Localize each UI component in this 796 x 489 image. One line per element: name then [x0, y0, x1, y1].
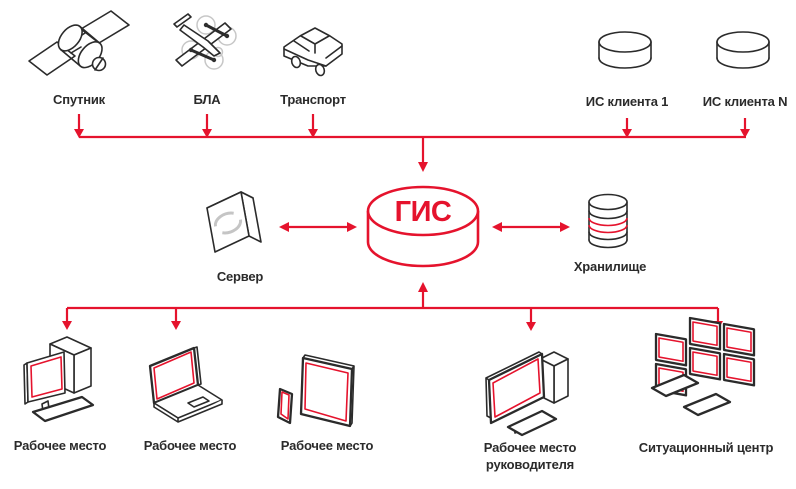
keyboard-icon — [682, 392, 732, 417]
manager-workstation-label-line1: Рабочее место — [483, 440, 577, 455]
video-wall-column — [688, 316, 722, 381]
client-system-disk-icon — [716, 31, 770, 69]
client-system-n-label: ИС клиента N — [702, 94, 788, 109]
satellite-icon — [28, 10, 130, 76]
workstation-laptop-label: Рабочее место — [143, 438, 237, 453]
uav-drone-icon — [173, 13, 237, 70]
gis-storage-link — [492, 222, 570, 232]
laptop-icon — [148, 346, 223, 423]
top-bus — [74, 114, 750, 172]
situation-center-label: Ситуационный центр — [638, 440, 774, 455]
storage-label: Хранилище — [573, 259, 647, 274]
manager-workstation-icon — [485, 351, 569, 437]
manager-workstation-label: Рабочее место руководителя — [460, 439, 600, 473]
satellite-label: Спутник — [53, 92, 105, 107]
transport-label: Транспорт — [280, 92, 346, 107]
bottom-bus — [62, 282, 723, 331]
video-wall-column — [722, 322, 756, 387]
tablet-phone-icon — [276, 354, 355, 428]
workstation-desktop-label: Рабочее место — [13, 438, 107, 453]
server-gis-link — [279, 222, 357, 232]
server-label: Сервер — [216, 269, 264, 284]
database-stack-icon — [588, 193, 628, 249]
gis-cylinder-icon — [366, 185, 480, 268]
video-wall-icon — [650, 316, 756, 417]
manager-workstation-label-line2: руководителя — [485, 457, 575, 472]
vehicle-icon — [283, 27, 343, 77]
gis-center-label: ГИС — [394, 196, 452, 228]
client-system-disk-icon — [598, 31, 652, 69]
keyboard-icon — [650, 373, 700, 398]
server-box-icon — [206, 191, 262, 253]
workstation-mobile-label: Рабочее место — [280, 438, 374, 453]
desktop-workstation-icon — [23, 336, 95, 423]
client-system-1-label: ИС клиента 1 — [585, 94, 669, 109]
uav-label: БЛА — [193, 92, 221, 107]
